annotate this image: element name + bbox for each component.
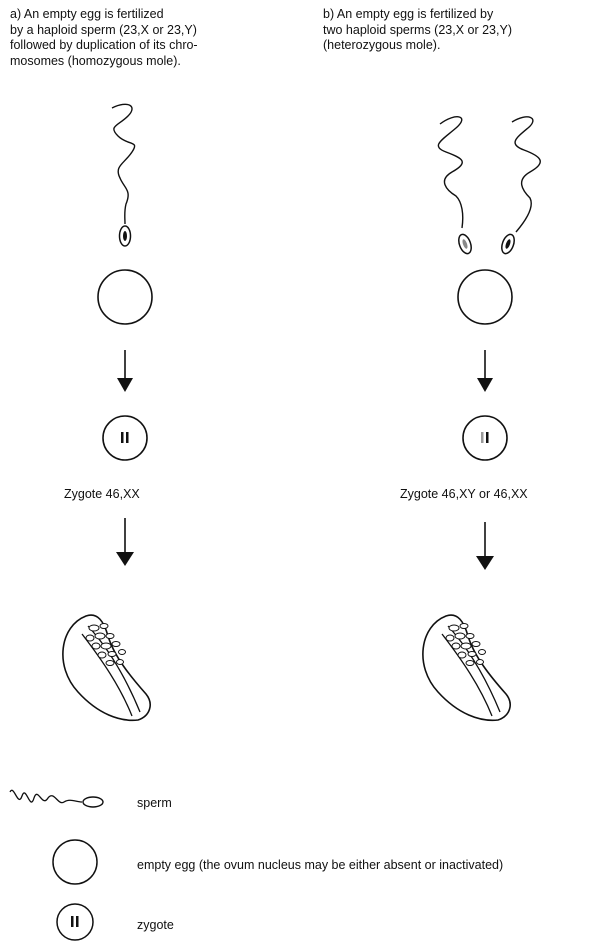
arrow-a-1	[117, 350, 133, 392]
arrow-b-2	[476, 522, 494, 570]
legend-sperm-icon	[10, 790, 103, 807]
legend-zygote-icon	[57, 904, 93, 940]
mole-b	[423, 615, 510, 720]
caption-b-line: (heterozygous mole).	[323, 38, 512, 54]
empty-egg-b	[458, 270, 512, 324]
panel-a	[63, 104, 152, 720]
sperm-b-right-tail	[512, 117, 540, 232]
zygote-b	[463, 416, 507, 460]
panel-b	[423, 117, 540, 721]
caption-a-line: mosomes (homozygous mole).	[10, 54, 198, 70]
sperm-b-left-tail	[438, 117, 462, 228]
zygote-label-b: Zygote 46,XY or 46,XX	[400, 487, 528, 501]
legend-sperm-label: sperm	[137, 796, 172, 810]
caption-b-line: two haploid sperms (23,X or 23,Y)	[323, 23, 512, 39]
empty-egg-a	[98, 270, 152, 324]
caption-panel-b: b) An empty egg is fertilized by two hap…	[323, 7, 512, 54]
arrow-b-1	[477, 350, 493, 392]
zygote-label-a: Zygote 46,XX	[64, 487, 140, 501]
legend-egg-icon	[53, 840, 97, 884]
legend-zygote-label: zygote	[137, 918, 174, 932]
mole-a	[63, 615, 150, 720]
caption-a-line: by a haploid sperm (23,X or 23,Y)	[10, 23, 198, 39]
zygote-a	[103, 416, 147, 460]
arrow-a-2	[116, 518, 134, 566]
caption-a-line: a) An empty egg is fertilized	[10, 7, 198, 23]
caption-b-line: b) An empty egg is fertilized by	[323, 7, 512, 23]
sperm-a-tail	[112, 104, 135, 224]
caption-a-line: followed by duplication of its chro-	[10, 38, 198, 54]
legend-egg-label: empty egg (the ovum nucleus may be eithe…	[137, 858, 503, 872]
caption-panel-a: a) An empty egg is fertilized by a haplo…	[10, 7, 198, 69]
